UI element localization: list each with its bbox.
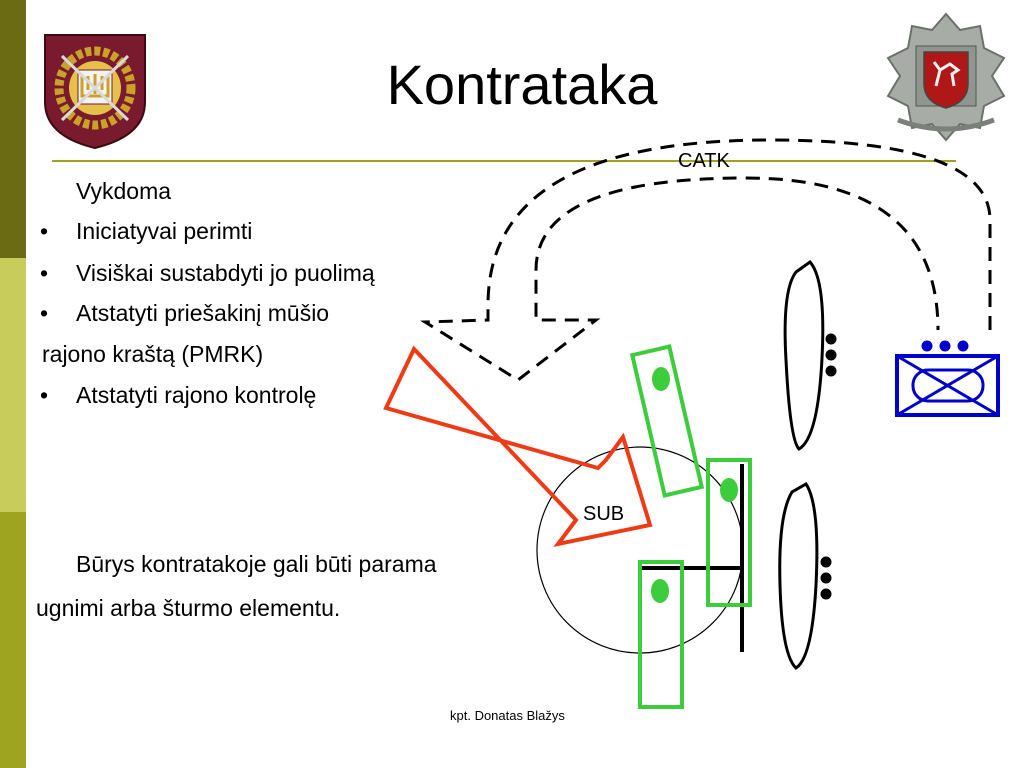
bullet-marker: • xyxy=(40,260,49,286)
bullet-item-4: Atstatyti rajono kontrolę xyxy=(76,382,317,408)
sub-label: SUB xyxy=(583,503,625,525)
intro-text: Vykdoma xyxy=(76,178,172,204)
enemy-position-lower xyxy=(778,482,819,670)
enemy-position-upper xyxy=(783,259,825,451)
left-emblem-icon xyxy=(44,34,146,150)
slide-title: Kontrataka xyxy=(386,53,658,116)
bullet-marker: • xyxy=(40,300,49,326)
title-divider xyxy=(52,160,956,162)
paragraph-line-2: ugnimi arba šturmo elementu. xyxy=(36,595,341,621)
counterattack-arrow xyxy=(383,345,653,548)
bullet-item-3-continuation: rajono kraštą (PMRK) xyxy=(42,341,264,367)
right-emblem-icon xyxy=(886,12,1006,142)
catk-label: CATK xyxy=(678,150,730,172)
dashed-arrow-outer xyxy=(420,138,992,382)
paragraph-line-1: Būrys kontratakoje gali būti parama xyxy=(76,551,437,577)
side-bar-top xyxy=(0,0,26,258)
friendly-position-1 xyxy=(629,344,705,498)
bullet-marker: • xyxy=(40,382,49,408)
bullet-item-2: Visiškai sustabdyti jo puolimą xyxy=(76,260,375,286)
unit-symbol-icon xyxy=(895,340,1000,417)
footer-author: kpt. Donatas Blažys xyxy=(450,708,565,723)
friendly-position-2 xyxy=(706,458,752,607)
bullet-item-1: Iniciatyvai perimti xyxy=(76,218,253,244)
side-bar-bottom xyxy=(0,512,26,768)
bullet-marker: • xyxy=(40,218,49,244)
friendly-position-3 xyxy=(638,560,684,709)
side-bar-middle xyxy=(0,258,26,512)
bullet-item-3: Atstatyti priešakinį mūšio xyxy=(76,300,330,326)
